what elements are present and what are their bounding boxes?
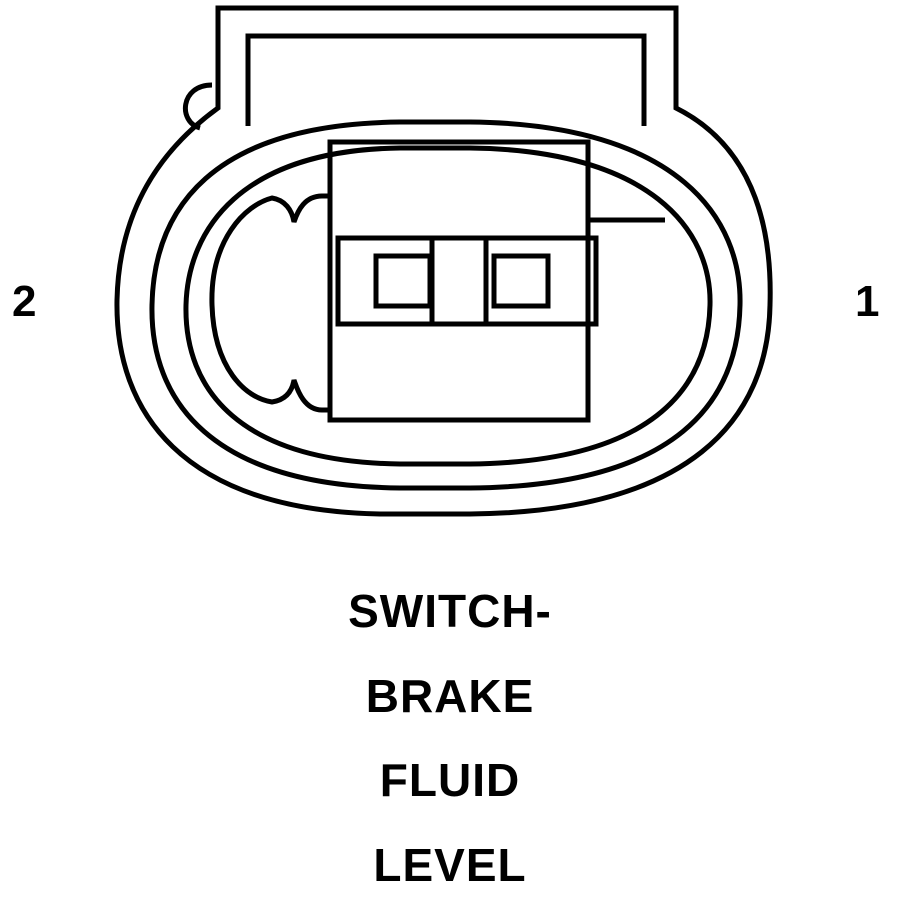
housing-bump <box>183 82 213 131</box>
terminal-bar <box>335 235 599 327</box>
terminal-divider <box>429 238 489 324</box>
caption-line: SWITCH- <box>348 585 552 637</box>
connector-cavity <box>183 145 713 467</box>
pin-label-2: 2 <box>12 277 37 326</box>
pin-label-1: 1 <box>855 277 880 326</box>
caption-line: FLUID <box>379 754 521 806</box>
connector-housing-middle <box>149 119 743 491</box>
terminal-carrier <box>327 139 591 423</box>
keying-semicircle <box>209 193 330 413</box>
terminal-1 <box>491 253 551 309</box>
terminal-2 <box>373 253 433 309</box>
caption-line: LEVEL <box>373 839 527 891</box>
locking-tab-inner <box>245 33 647 126</box>
caption-line: BRAKE <box>365 670 535 722</box>
connector-housing-outer <box>114 5 773 517</box>
